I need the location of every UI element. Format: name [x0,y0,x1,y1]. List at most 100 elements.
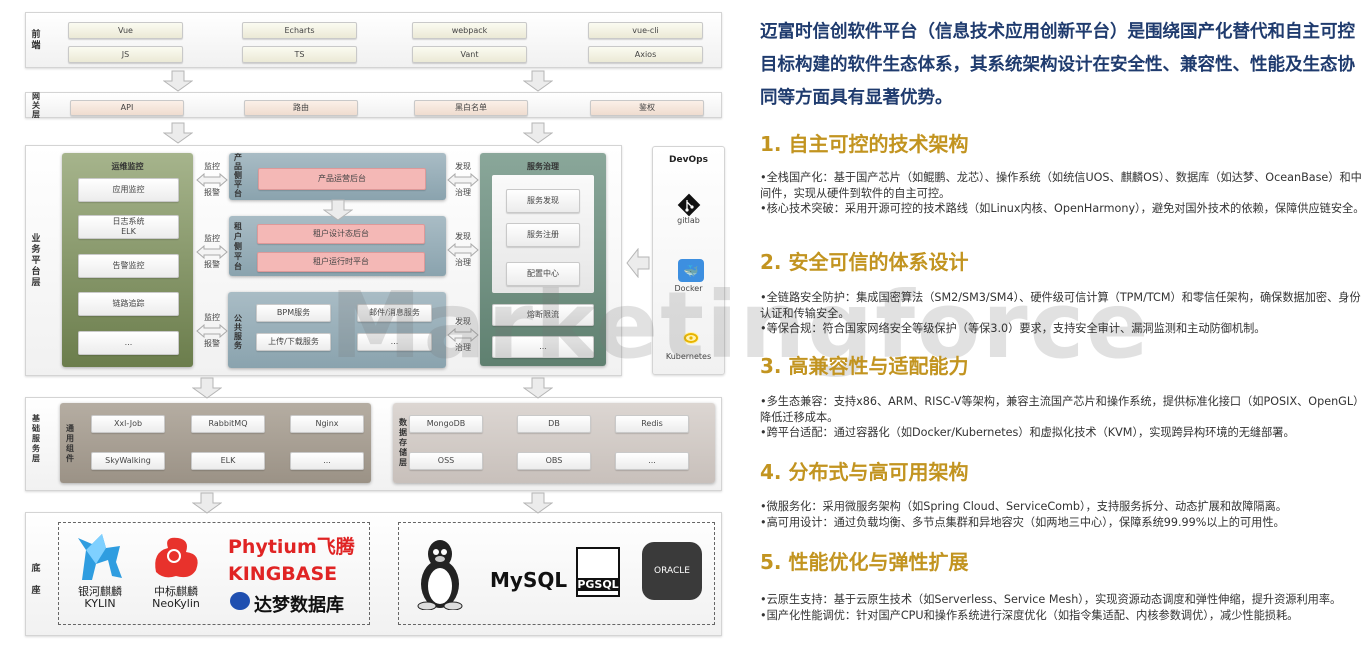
frontend-item[interactable]: Axios [588,46,703,63]
storage-item[interactable]: ... [615,452,689,470]
storage-item[interactable]: Redis [615,415,689,433]
product-ops-backend[interactable]: 产品运营后台 [258,168,426,190]
down-arrow-icon [523,70,553,92]
gitlab-label: gitlab [677,216,700,225]
section-body: •云原生支持：基于云原生技术（如Serverless、Service Mesh）… [760,592,1365,623]
frontend-label: 前端 [31,30,41,51]
governance-item[interactable]: 配置中心 [506,262,580,286]
gateway-item[interactable]: 路由 [244,100,358,116]
business-label: 业务平台层 [31,234,41,288]
public-service-item[interactable]: BPM服务 [256,304,331,322]
monitor-label: 监控 [204,313,220,322]
ops-title: 运维监控 [111,162,144,171]
neokylin-text: 中标麒麟 NeoKylin [152,585,200,610]
monitor-label: 监控 [204,162,220,171]
neokylin-logo [155,537,198,578]
ops-item[interactable]: 应用监控 [78,178,179,202]
pgsql-logo: PGSQL [576,578,620,591]
frontend-item[interactable]: Vue [68,22,183,39]
frontend-item[interactable]: Vant [412,46,527,63]
alarm-label: 报警 [204,260,220,269]
down-arrow-icon [192,492,222,514]
oracle-logo: ORACLE [642,542,702,600]
common-component[interactable]: SkyWalking [91,452,165,470]
frontend-item[interactable]: TS [242,46,357,63]
governance-item[interactable]: 服务注册 [506,223,580,247]
storage-item[interactable]: DB [517,415,591,433]
ops-item[interactable]: ... [78,331,179,355]
governance-item[interactable]: ... [492,336,594,358]
public-service-item[interactable]: ... [357,333,432,351]
common-component[interactable]: ... [290,452,364,470]
ops-item[interactable]: 告警监控 [78,254,179,278]
public-service-item[interactable]: 邮件/消息服务 [357,304,432,322]
product-label: 产品侧平台 [234,153,242,198]
section-point: •核心技术突破：采用开源可控的技术路线（如Linux内核、OpenHarmony… [760,202,1365,215]
down-arrow-icon [523,377,553,399]
tenant-label: 租户侧平台 [234,222,242,271]
frontend-item[interactable]: Echarts [242,22,357,39]
base-label: 底座 [31,564,41,596]
common-label: 通用组件 [66,424,74,463]
down-arrow-icon [163,122,193,144]
storage-item[interactable]: MongoDB [409,415,483,433]
frontend-item[interactable]: webpack [412,22,527,39]
ops-item[interactable]: 链路追踪 [78,292,179,316]
gateway-item[interactable]: 鉴权 [590,100,704,116]
tenant-design-backend[interactable]: 租户设计态后台 [257,224,425,244]
down-arrow-icon [523,492,553,514]
linux-tux-logo [417,540,463,610]
section-heading: 3. 高兼容性与适配能力 [760,354,969,378]
discover-label: 发现 [455,232,471,241]
common-component[interactable]: RabbitMQ [191,415,265,433]
phytium-logo: Phytium飞腾 [228,536,355,558]
discover-label: 发现 [455,162,471,171]
section-point: •微服务化：采用微服务架构（如Spring Cloud、ServiceComb）… [760,500,1287,513]
public-service-item[interactable]: 上传/下载服务 [256,333,331,351]
gateway-item[interactable]: API [70,100,184,116]
frontend-item[interactable]: JS [68,46,183,63]
section-heading: 4. 分布式与高可用架构 [760,460,969,484]
governance-item[interactable]: 服务发现 [506,189,580,213]
kubernetes-label: Kubernetes [665,352,712,361]
bidirectional-arrow-icon [447,328,479,342]
alarm-label: 报警 [204,188,220,197]
section-heading: 5. 性能优化与弹性扩展 [760,550,969,574]
tenant-runtime-platform[interactable]: 租户运行时平台 [257,252,425,272]
section-body: •全栈国产化：基于国产芯片（如鲲鹏、龙芯）、操作系统（如统信UOS、麒麟OS）、… [760,170,1365,217]
section-point: •高可用设计：通过负载均衡、多节点集群和异地容灾（如两地三中心），保障系统99.… [760,515,1285,529]
dameng-logo: 达梦数据库 [254,595,344,616]
section-point: •跨平台适配：通过容器化（如Docker/Kubernetes）和虚拟化技术（K… [760,426,1295,439]
intro-text: 迈富时信创软件平台（信息技术应用创新平台）是围绕国产化替代和自主可控目标构建的软… [760,22,1355,108]
base-services-label: 基础服务层 [32,414,40,463]
discover-label: 发现 [455,317,471,326]
bidirectional-arrow-icon [447,243,479,257]
section-point: •全链路安全防护：集成国密算法（SM2/SM3/SM4）、硬件级可信计算（TPM… [760,291,1361,320]
monitor-label: 监控 [204,234,220,243]
alarm-label: 报警 [204,339,220,348]
section-point: •全栈国产化：基于国产芯片（如鲲鹏、龙芯）、操作系统（如统信UOS、麒麟OS）、… [760,171,1362,200]
storage-item[interactable]: OSS [409,452,483,470]
storage-item[interactable]: OBS [517,452,591,470]
kylin-logo [78,534,122,580]
common-component[interactable]: Nginx [290,415,364,433]
bidirectional-arrow-icon [196,173,228,187]
kingbase-logo: KINGBASE [228,563,338,585]
section-heading: 1. 自主可控的技术架构 [760,132,969,156]
frontend-item[interactable]: vue-cli [588,22,703,39]
bidirectional-arrow-icon [196,245,228,259]
section-point: •国产化性能调优：针对国产CPU和操作系统进行深度优化（如指令集适配、内核参数调… [760,608,1299,622]
governance-item[interactable]: 熔断限流 [492,304,594,326]
section-body: •全链路安全防护：集成国密算法（SM2/SM3/SM4）、硬件级可信计算（TPM… [760,290,1365,337]
down-arrow-icon [523,122,553,144]
storage-label: 数据存储层 [399,418,407,467]
ops-item[interactable]: 日志系统 ELK [78,215,179,239]
common-component[interactable]: Xxl-Job [91,415,165,433]
down-arrow-icon [163,70,193,92]
section-body: •微服务化：采用微服务架构（如Spring Cloud、ServiceComb）… [760,499,1365,530]
kubernetes-icon [683,332,699,344]
gateway-item[interactable]: 黑白名单 [414,100,528,116]
common-component[interactable]: ELK [191,452,265,470]
bidirectional-arrow-icon [196,324,228,338]
section-body: •多生态兼容：支持x86、ARM、RISC-V等架构，兼容主流国产芯片和操作系统… [760,394,1365,441]
